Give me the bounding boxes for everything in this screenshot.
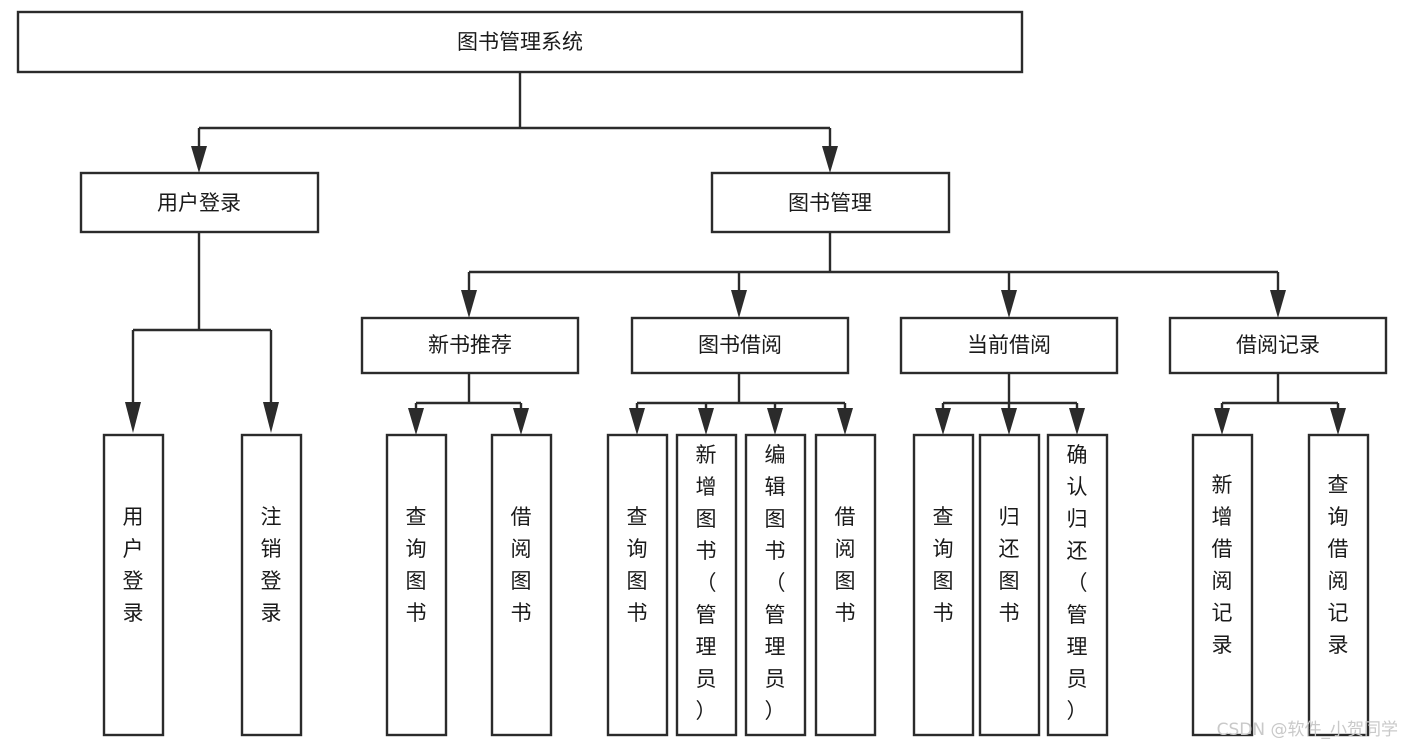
leaf-edit-book[interactable]: 编辑图书（管理员） [744,433,807,737]
leaf-add-book-box[interactable] [675,433,738,737]
leaf-query-book-1-box[interactable] [385,433,448,737]
arrow-cb-leaf-3 [1069,408,1085,435]
leaf-confirm-return-label: 确认归还（管理员） [1067,443,1088,723]
node-root-label: 图书管理系统 [457,30,583,54]
leaf-confirm-return-box[interactable] [1046,433,1109,737]
leaf-query-record-box[interactable] [1307,433,1370,737]
csdn-watermark: CSDN @软件_小贺同学 [1217,720,1398,740]
node-new-book-recommend-box[interactable] [360,316,580,375]
leaf-query-book-3[interactable]: 查询图书 [912,433,975,737]
node-root-box[interactable] [16,10,1024,74]
leaf-add-book-label: 新增图书（管理员） [696,443,717,723]
leaf-add-book[interactable]: 新增图书（管理员） [675,433,738,737]
arrow-nbr-leaf-2 [513,408,529,435]
node-user-login-label: 用户登录 [157,191,241,215]
arrow-root-to-book-manage [822,146,838,173]
node-user-login-box[interactable] [79,171,320,234]
leaf-return-book-label: 归还图书 [999,505,1020,625]
arrow-cb-leaf-1 [935,408,951,435]
arrow-br-leaf-1 [1214,408,1230,435]
node-borrow-record-label: 借阅记录 [1236,333,1320,357]
leaf-query-record[interactable]: 查询借阅记录 [1307,433,1370,737]
node-current-borrow-box[interactable] [899,316,1119,375]
node-book-borrow-label: 图书借阅 [698,333,782,357]
leaf-edit-book-box[interactable] [744,433,807,737]
arrow-bb-leaf-2 [698,408,714,435]
node-borrow-record[interactable]: 借阅记录 [1168,316,1388,375]
leaf-user-login-box[interactable] [102,433,165,737]
node-book-manage-label: 图书管理 [788,191,872,215]
arrow-bm-to-book-borrow [731,290,747,318]
arrow-bm-to-borrow-record [1270,290,1286,318]
node-book-borrow-box[interactable] [630,316,850,375]
arrow-bb-leaf-4 [837,408,853,435]
leaf-add-record[interactable]: 新增借阅记录 [1191,433,1254,737]
arrow-bm-to-new-book [461,290,477,318]
node-user-login[interactable]: 用户登录 [79,171,320,234]
leaf-user-login-label: 用户登录 [123,505,144,625]
leaf-borrow-book-1-label: 借阅图书 [511,505,532,625]
leaf-add-record-label: 新增借阅记录 [1212,473,1233,657]
leaf-add-record-box[interactable] [1191,433,1254,737]
arrow-user-login-leaf-1 [125,402,141,433]
leaf-query-book-3-box[interactable] [912,433,975,737]
leaf-logout-login-box[interactable] [240,433,303,737]
leaf-return-book[interactable]: 归还图书 [978,433,1041,737]
arrow-bb-leaf-3 [767,408,783,435]
leaf-query-book-1[interactable]: 查询图书 [385,433,448,737]
leaf-user-login[interactable]: 用户登录 [102,433,165,737]
leaf-return-book-box[interactable] [978,433,1041,737]
arrow-root-to-user-login [191,146,207,173]
leaf-borrow-book-2-label: 借阅图书 [835,505,856,625]
arrow-cb-leaf-2 [1001,408,1017,435]
leaf-edit-book-label: 编辑图书（管理员） [765,443,786,723]
leaf-query-book-3-label: 查询图书 [933,505,954,625]
leaf-logout-login[interactable]: 注销登录 [240,433,303,737]
leaf-query-book-2-box[interactable] [606,433,669,737]
leaf-query-book-2[interactable]: 查询图书 [606,433,669,737]
arrow-nbr-leaf-1 [408,408,424,435]
leaf-confirm-return[interactable]: 确认归还（管理员） [1046,433,1109,737]
arrow-bm-to-current-borrow [1001,290,1017,318]
leaf-borrow-book-2-box[interactable] [814,433,877,737]
leaf-borrow-book-1[interactable]: 借阅图书 [490,433,553,737]
node-new-book-recommend[interactable]: 新书推荐 [360,316,580,375]
node-root[interactable]: 图书管理系统 [16,10,1024,74]
arrow-br-leaf-2 [1330,408,1346,435]
node-current-borrow[interactable]: 当前借阅 [899,316,1119,375]
leaf-borrow-book-2[interactable]: 借阅图书 [814,433,877,737]
leaf-query-book-1-label: 查询图书 [406,505,427,625]
leaf-borrow-book-1-box[interactable] [490,433,553,737]
node-book-manage[interactable]: 图书管理 [710,171,951,234]
node-current-borrow-label: 当前借阅 [967,333,1051,357]
leaf-logout-login-label: 注销登录 [261,505,282,625]
arrow-bb-leaf-1 [629,408,645,435]
node-book-manage-box[interactable] [710,171,951,234]
node-book-borrow[interactable]: 图书借阅 [630,316,850,375]
node-new-book-recommend-label: 新书推荐 [428,333,512,357]
leaf-query-record-label: 查询借阅记录 [1328,473,1349,657]
leaf-query-book-2-label: 查询图书 [627,505,648,625]
node-borrow-record-box[interactable] [1168,316,1388,375]
connector-layer [125,72,1346,435]
arrow-user-login-leaf-2 [263,402,279,433]
